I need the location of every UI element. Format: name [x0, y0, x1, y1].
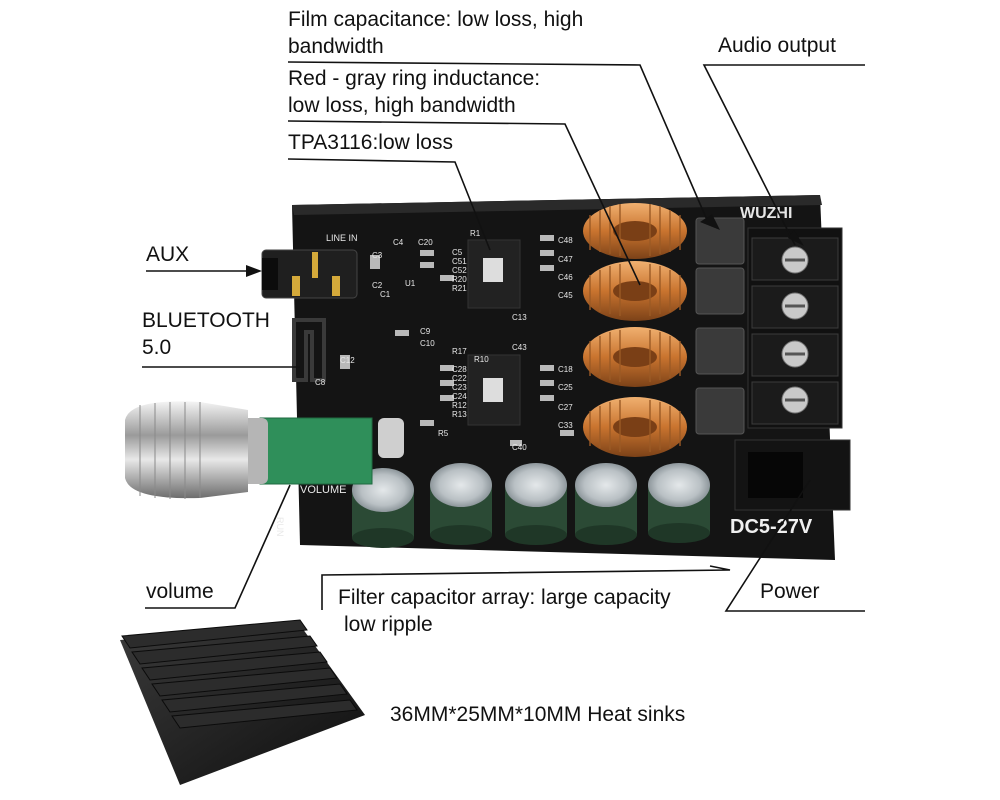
voltage-silk: DC5-27V	[730, 516, 813, 538]
silk-label: C18	[558, 365, 573, 374]
silk-label: C1	[380, 290, 391, 299]
silk-label: C28	[452, 365, 467, 374]
silk-run: RUN	[275, 517, 285, 537]
silk-label: C48	[558, 236, 573, 245]
silk-label: C20	[418, 238, 433, 247]
silk-label: C22	[452, 374, 467, 383]
silk-label: C25	[558, 383, 573, 392]
silk-label: C12	[340, 356, 355, 365]
filter-capacitor-callout: Filter capacitor array: large capacity l…	[338, 586, 671, 636]
silk-label: C13	[512, 313, 527, 322]
chip-callout: TPA3116:low loss	[288, 131, 453, 154]
silk-label: C9	[420, 327, 431, 336]
silk-volume: VOLUME	[300, 484, 346, 496]
silk-label: C4	[393, 238, 404, 247]
volume-callout: volume	[146, 580, 214, 603]
aux-callout: AUX	[146, 243, 190, 266]
silk-label: C27	[558, 403, 573, 412]
silk-label: R5	[438, 429, 449, 438]
silk-label: C8	[315, 378, 326, 387]
silk-label: U1	[405, 279, 416, 288]
silk-label: R1	[470, 229, 481, 238]
silk-label: C3	[372, 251, 383, 260]
silk-label: C10	[420, 339, 435, 348]
silk-label: C43	[512, 343, 527, 352]
silk-label: R20	[452, 275, 467, 284]
silk-label: R10	[474, 355, 489, 364]
inductance-callout: Red - gray ring inductance: low loss, hi…	[288, 67, 541, 117]
audio-output-callout: Audio output	[718, 34, 836, 57]
silk-line-in: LINE IN	[326, 233, 358, 243]
silk-label: C47	[558, 255, 573, 264]
silk-label: R12	[452, 401, 467, 410]
callout-lines	[142, 61, 865, 612]
silk-label: C33	[558, 421, 573, 430]
filter-capacitor-array	[352, 463, 710, 548]
aux-jack	[261, 249, 358, 299]
film-capacitance-callout: Film capacitance: low loss, high bandwid…	[288, 8, 584, 58]
heatsink-callout: 36MM*25MM*10MM Heat sinks	[390, 703, 686, 726]
speaker-terminal-block	[747, 227, 843, 429]
silk-label: R13	[452, 410, 467, 419]
brand-logo: WUZHI	[740, 205, 792, 222]
silk-label: C23	[452, 383, 467, 392]
silk-label: C5	[452, 248, 463, 257]
silk-label: R17	[452, 347, 467, 356]
silk-label: C2	[372, 281, 383, 290]
silk-label: R21	[452, 284, 467, 293]
heatsink	[120, 619, 365, 785]
film-capacitors	[695, 217, 745, 435]
power-callout: Power	[760, 580, 820, 603]
bluetooth-antenna	[292, 318, 326, 382]
silk-label: C52	[452, 266, 467, 275]
silk-label: C46	[558, 273, 573, 282]
silk-label: C40	[512, 443, 527, 452]
dc-power-jack	[734, 439, 851, 511]
callout-arrows	[146, 214, 804, 277]
silk-label: C51	[452, 257, 467, 266]
bluetooth-callout: BLUETOOTH 5.0	[142, 309, 270, 359]
silk-label: C24	[452, 392, 467, 401]
silk-label: C45	[558, 291, 573, 300]
volume-knob	[125, 401, 373, 499]
